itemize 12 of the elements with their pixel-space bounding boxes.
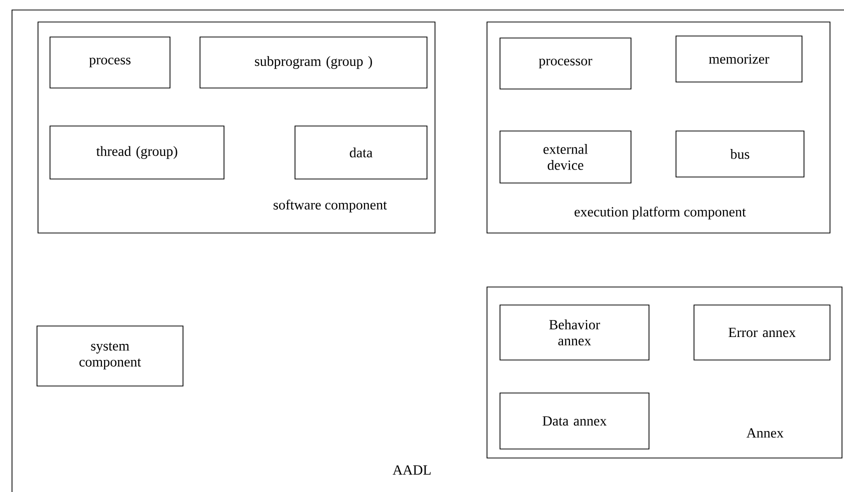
- component-box: external device: [500, 130, 632, 184]
- component-box: Data annex: [500, 392, 650, 450]
- component-box: thread (group): [50, 126, 224, 180]
- component-box: processor: [500, 38, 632, 90]
- component-box: bus: [676, 130, 804, 178]
- component-box: Behavior annex: [500, 304, 650, 360]
- component-box: process: [50, 36, 170, 88]
- component-box: system component: [36, 326, 184, 386]
- component-box: subprogram (group ): [200, 36, 428, 88]
- component-box: Error annex: [694, 304, 830, 360]
- component-box: data: [294, 126, 428, 180]
- component-box: memorizer: [676, 36, 802, 82]
